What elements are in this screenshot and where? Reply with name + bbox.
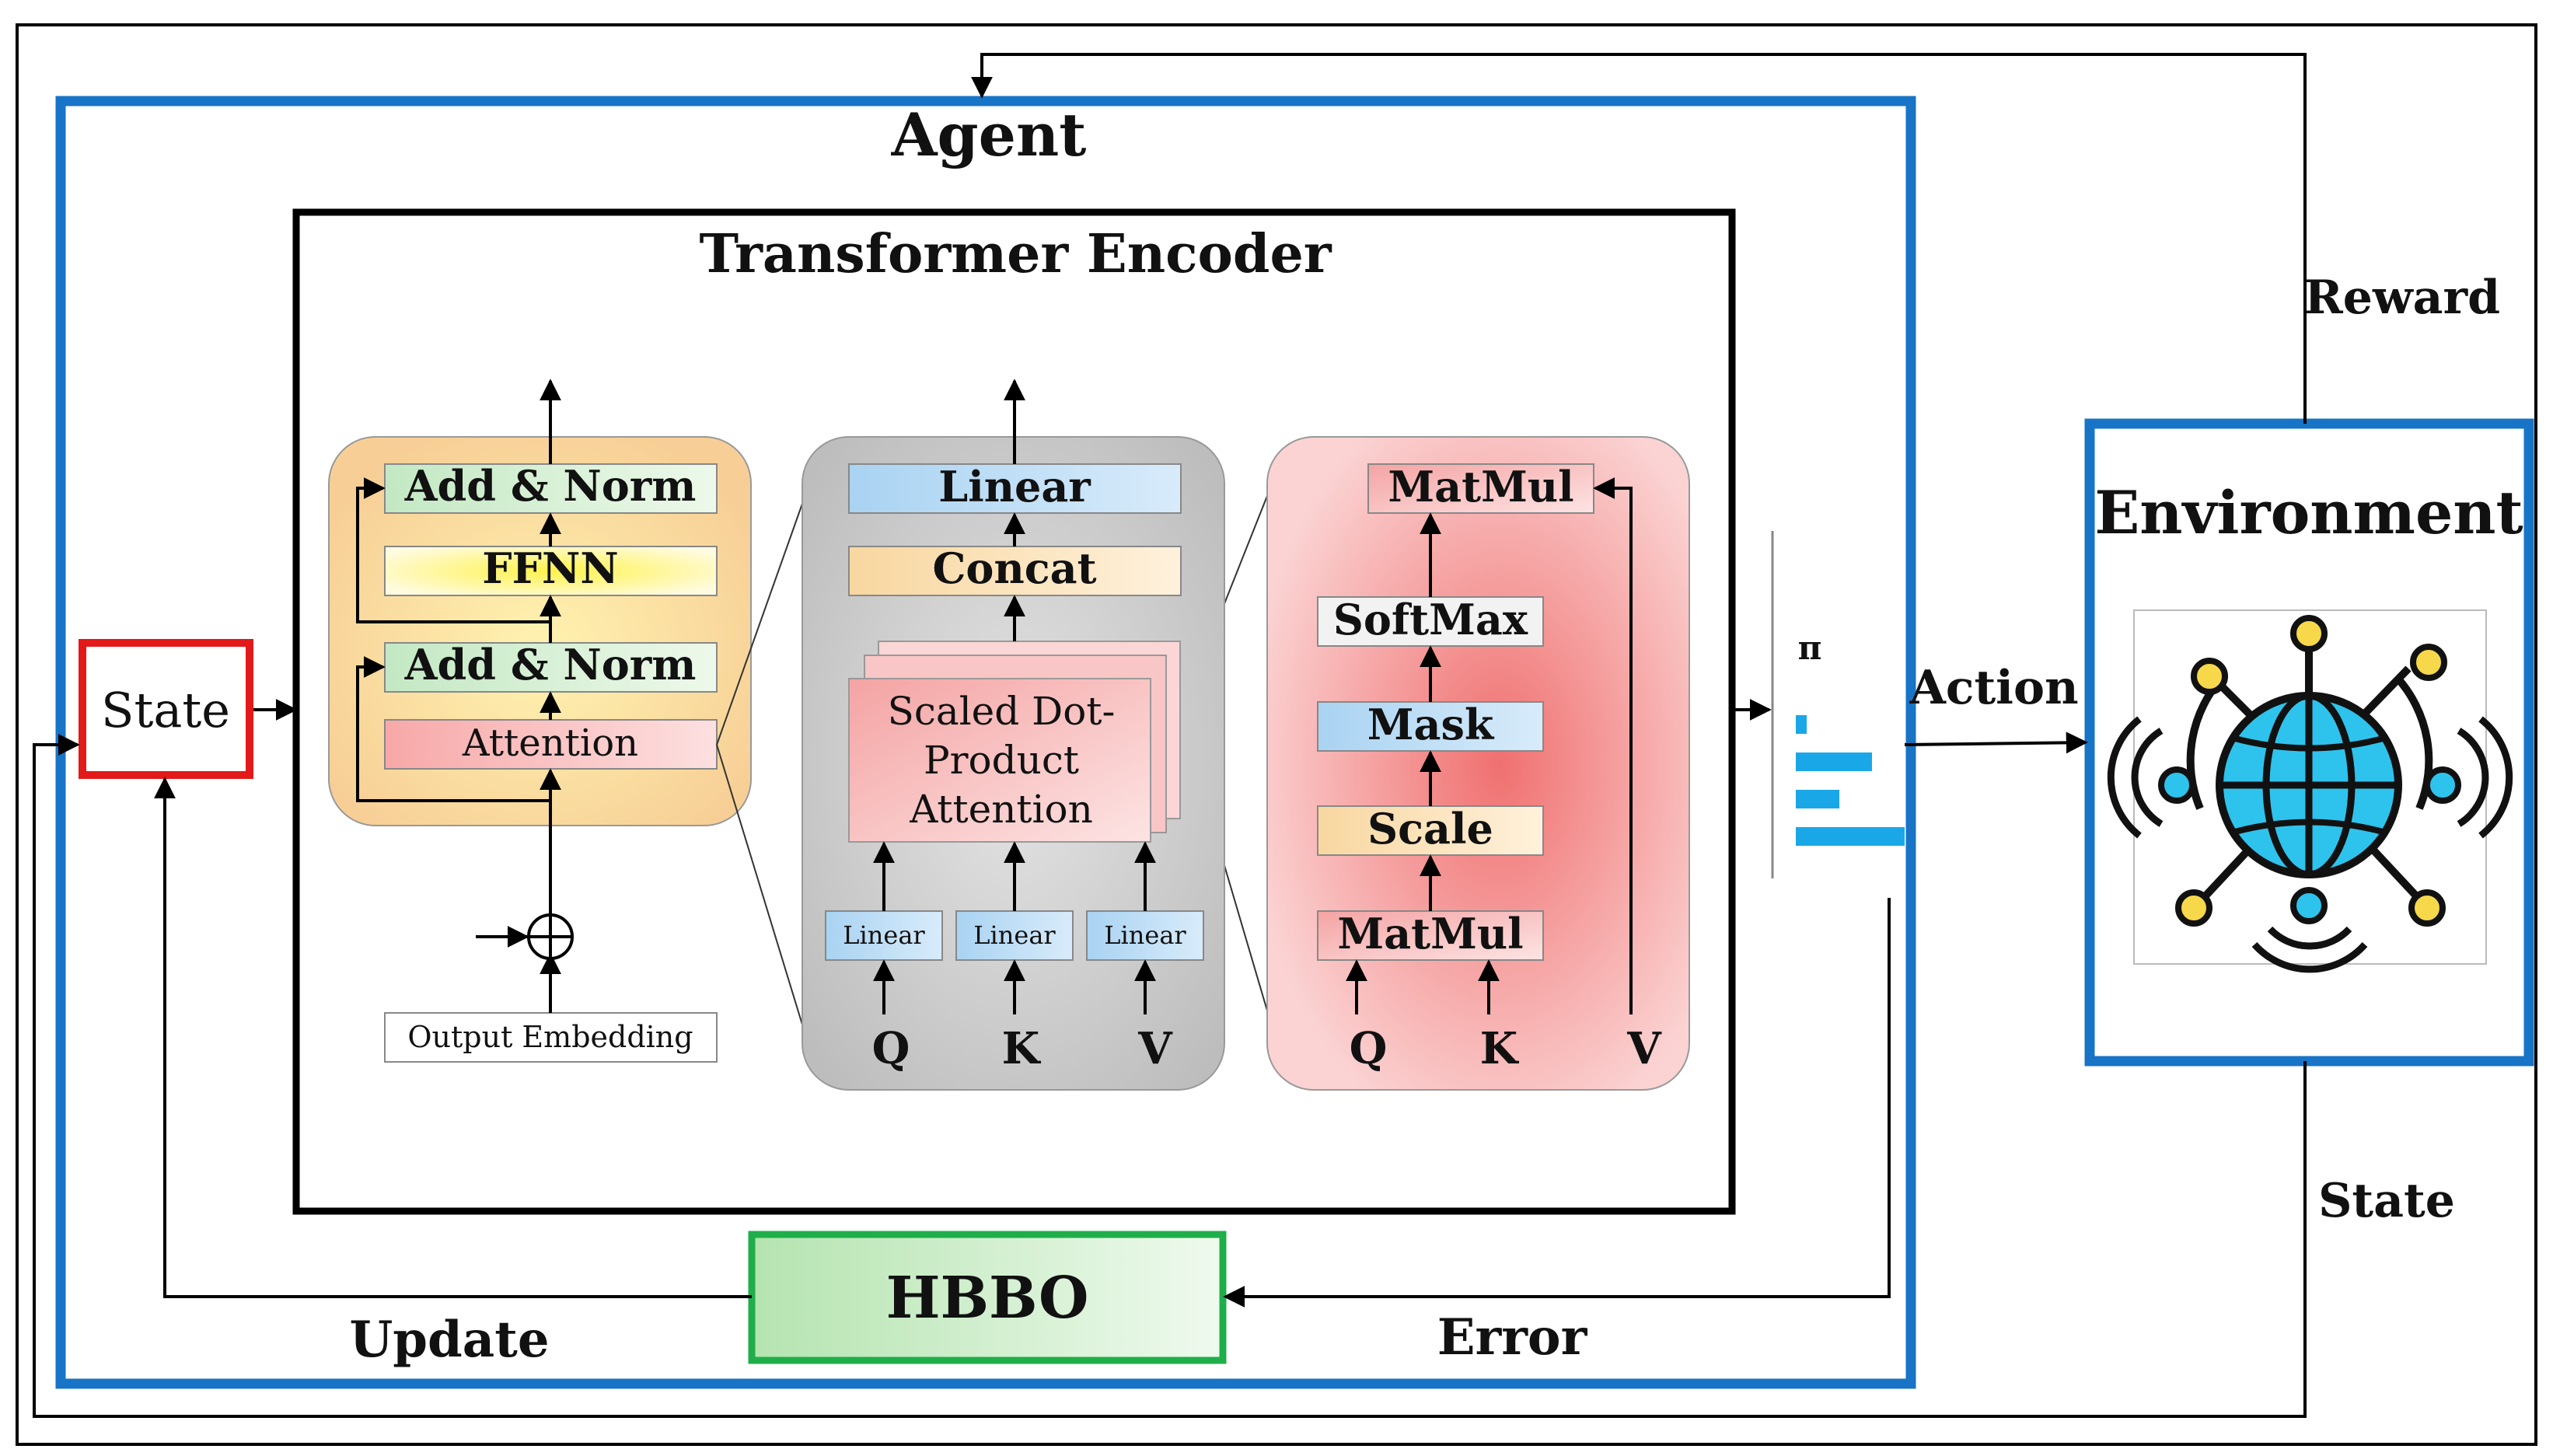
linear-v-label: Linear xyxy=(1104,920,1186,950)
attention-box xyxy=(384,719,718,770)
environment-title: Environment xyxy=(2094,478,2523,547)
mh-q-label: Q xyxy=(872,1023,910,1074)
linear-q-box xyxy=(825,910,943,961)
multihead-connectors xyxy=(873,379,1156,1014)
update-label: Update xyxy=(349,1311,549,1369)
hbbo-label: HBBO xyxy=(886,1265,1089,1332)
state-box xyxy=(79,639,253,779)
sdpa-matmul-bottom-box xyxy=(1317,910,1544,961)
mh-concat-label: Concat xyxy=(932,543,1096,593)
sdpa-q-label: Q xyxy=(1350,1023,1388,1074)
sdpa-label-line3: Attention xyxy=(909,787,1093,832)
sdpa-matmul-top-label: MatMul xyxy=(1388,462,1573,512)
flow-connectors xyxy=(33,53,2307,1418)
sdpa-v-label: V xyxy=(1626,1023,1662,1074)
output-embedding-box xyxy=(384,1012,718,1063)
ffnn-box xyxy=(384,546,718,596)
add-norm-bottom-box xyxy=(384,642,718,693)
linear-q-label: Linear xyxy=(843,920,925,950)
output-embedding-label: Output Embedding xyxy=(407,1020,693,1054)
attention-label: Attention xyxy=(462,721,638,765)
sdpa-matmul-top-box xyxy=(1367,463,1594,514)
env-state-label: State xyxy=(2318,1174,2455,1228)
encoder-block-connectors xyxy=(356,379,574,1013)
reward-label: Reward xyxy=(2304,271,2500,325)
mh-k-label: K xyxy=(1002,1023,1042,1074)
error-label: Error xyxy=(1437,1308,1588,1367)
state-box-label: State xyxy=(101,682,230,738)
scale-label: Scale xyxy=(1367,804,1493,854)
ffnn-label: FFNN xyxy=(482,543,618,593)
policy-bar xyxy=(1796,790,1839,808)
linear-k-label: Linear xyxy=(973,920,1056,950)
scale-box xyxy=(1317,805,1544,856)
policy-bar xyxy=(1796,715,1807,734)
sdpa-label-line2: Product xyxy=(924,738,1079,783)
add-norm-top-label: Add & Norm xyxy=(404,461,697,511)
action-label: Action xyxy=(1909,661,2078,715)
mh-linear-top-label: Linear xyxy=(938,462,1091,512)
hbbo-box xyxy=(748,1231,1227,1364)
policy-bars xyxy=(1796,715,1905,846)
sdpa-label-line1: Scaled Dot- xyxy=(888,689,1116,734)
policy-bar xyxy=(1796,827,1905,846)
sdpa-k-label: K xyxy=(1480,1023,1520,1074)
mh-v-label: V xyxy=(1137,1023,1173,1074)
linear-k-box xyxy=(955,910,1074,961)
mask-label: Mask xyxy=(1367,700,1495,749)
mh-concat-box xyxy=(848,546,1182,596)
mask-box xyxy=(1317,701,1544,752)
softmax-label: SoftMax xyxy=(1333,595,1528,644)
mh-linear-top-box xyxy=(848,463,1182,514)
sdpa-detail-panel xyxy=(1266,436,1690,1091)
sdpa-connectors xyxy=(1346,477,1633,1014)
encoder-title: Transformer Encoder xyxy=(699,223,1332,285)
globe-network-icon xyxy=(2107,609,2513,973)
sdpa-stack-front xyxy=(848,678,1151,843)
agent-title: Agent xyxy=(891,100,1087,169)
policy-bar xyxy=(1796,752,1872,771)
sdpa-matmul-bottom-label: MatMul xyxy=(1337,909,1523,958)
policy-symbol: π xyxy=(1798,629,1822,667)
outer-frame xyxy=(16,23,2537,1446)
add-norm-bottom-label: Add & Norm xyxy=(404,640,697,690)
